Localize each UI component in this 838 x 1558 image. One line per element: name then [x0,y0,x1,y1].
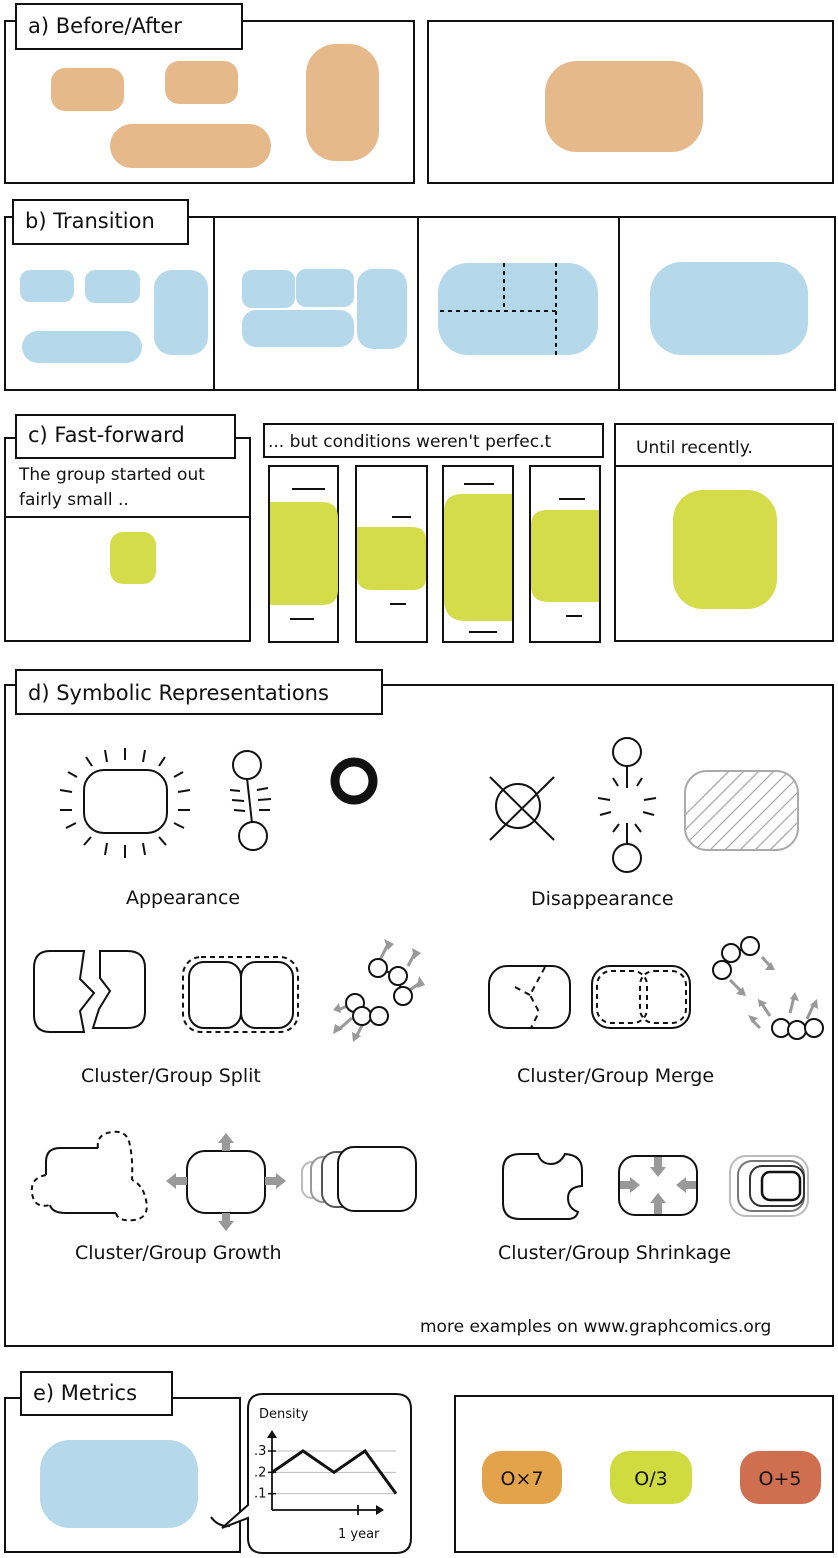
caption-merge: Cluster/Group Merge [517,1065,714,1087]
chart-series [271,1448,398,1495]
large-group [673,490,777,609]
panel-c-2d [529,465,601,643]
section-b-title: b) Transition [25,209,155,233]
transition-step-3 [438,263,598,355]
before-blob-2 [165,61,238,104]
split-nodes-icon [333,939,425,1042]
before-blob-1 [51,68,124,111]
section-a-label: a) Before/After [15,3,243,50]
growth-arrows-icon [166,1133,286,1231]
section-c-title: c) Fast-forward [28,423,185,447]
badge-add-bg [740,1451,821,1504]
before-shapes [51,44,379,168]
split-dashed-icon [182,956,299,1033]
appearance-glow-icon [59,748,191,858]
panel-c-3 [614,423,834,642]
transition-step-2 [242,269,407,349]
section-a-title: a) Before/After [28,14,182,38]
chart-tick-label: .1 [254,1487,266,1502]
disappearance-hatched-icon [684,770,799,851]
badge-divide-bg [610,1451,692,1504]
badge-divide: O/3 [634,1468,667,1490]
panel-c-2b [355,465,428,643]
appearance-ring-icon [330,757,378,805]
chart-tick-label: .2 [254,1465,266,1480]
section-e-label: e) Metrics [20,1371,173,1416]
before-blob-3 [110,124,271,168]
section-e-title: e) Metrics [33,1381,137,1405]
density-chart-balloon [210,1393,412,1554]
section-b [4,216,836,391]
badge-multiply-bg [482,1451,562,1504]
shrink-nested-icon [729,1155,809,1217]
before-blob-4 [306,44,379,161]
panel-b-4 [618,216,836,391]
shrink-bite-icon [502,1152,583,1220]
appearance-link-icon [229,750,272,851]
metric-badges: O×7 O/3 O+5 [482,1451,821,1504]
badge-multiply: O×7 [501,1468,544,1490]
chart-x-label: 1 year [338,1527,380,1542]
growth-stack-icon [301,1146,417,1212]
disappearance-cross-icon [489,776,555,841]
caption-c3: Until recently. [636,438,753,458]
merge-crack-icon [488,965,571,1029]
section-c-label: c) Fast-forward [15,414,236,459]
caption-c2: ... but conditions weren't perfec.t [268,432,551,452]
chart-tick-label: .3 [254,1444,266,1459]
panel-c-2-caption [263,423,604,458]
split-broken-icon [33,950,146,1033]
caption-c1-line1: The group started out [18,465,205,485]
panel-a-after [427,20,834,184]
caption-appearance: Appearance [126,887,240,909]
section-d-label: d) Symbolic Representations [15,669,383,715]
caption-split: Cluster/Group Split [81,1065,261,1087]
caption-disappearance: Disappearance [531,888,674,910]
caption-c1-line2: fairly small .. [19,490,129,510]
density-chart: Density .3 .2 .1 1 year [254,1407,398,1542]
section-b-label: b) Transition [12,199,189,245]
chart-tick-labels: .3 .2 .1 [254,1444,276,1502]
after-blob [545,61,703,152]
shrink-arrows-icon [618,1155,698,1216]
panel-e-right [454,1395,834,1553]
panel-d [4,684,834,1347]
metric-group [40,1440,198,1528]
merge-dashed-icon [591,965,691,1029]
small-group [110,532,156,584]
merge-nodes-icon [712,936,824,1040]
growth-cloud-icon [30,1130,148,1222]
badge-add: O+5 [759,1468,802,1490]
panel-c-2c [442,465,514,643]
chart-title: Density [259,1407,309,1422]
section-d-title: d) Symbolic Representations [28,681,329,705]
transition-step-1 [20,270,208,363]
fluctuation-panels [270,483,599,633]
footer-link-text: more examples on www.graphcomics.org [420,1317,771,1337]
disappearance-link-icon [597,737,657,873]
transition-step-4 [650,262,808,355]
caption-growth: Cluster/Group Growth [75,1242,282,1264]
caption-shrinkage: Cluster/Group Shrinkage [498,1242,731,1264]
